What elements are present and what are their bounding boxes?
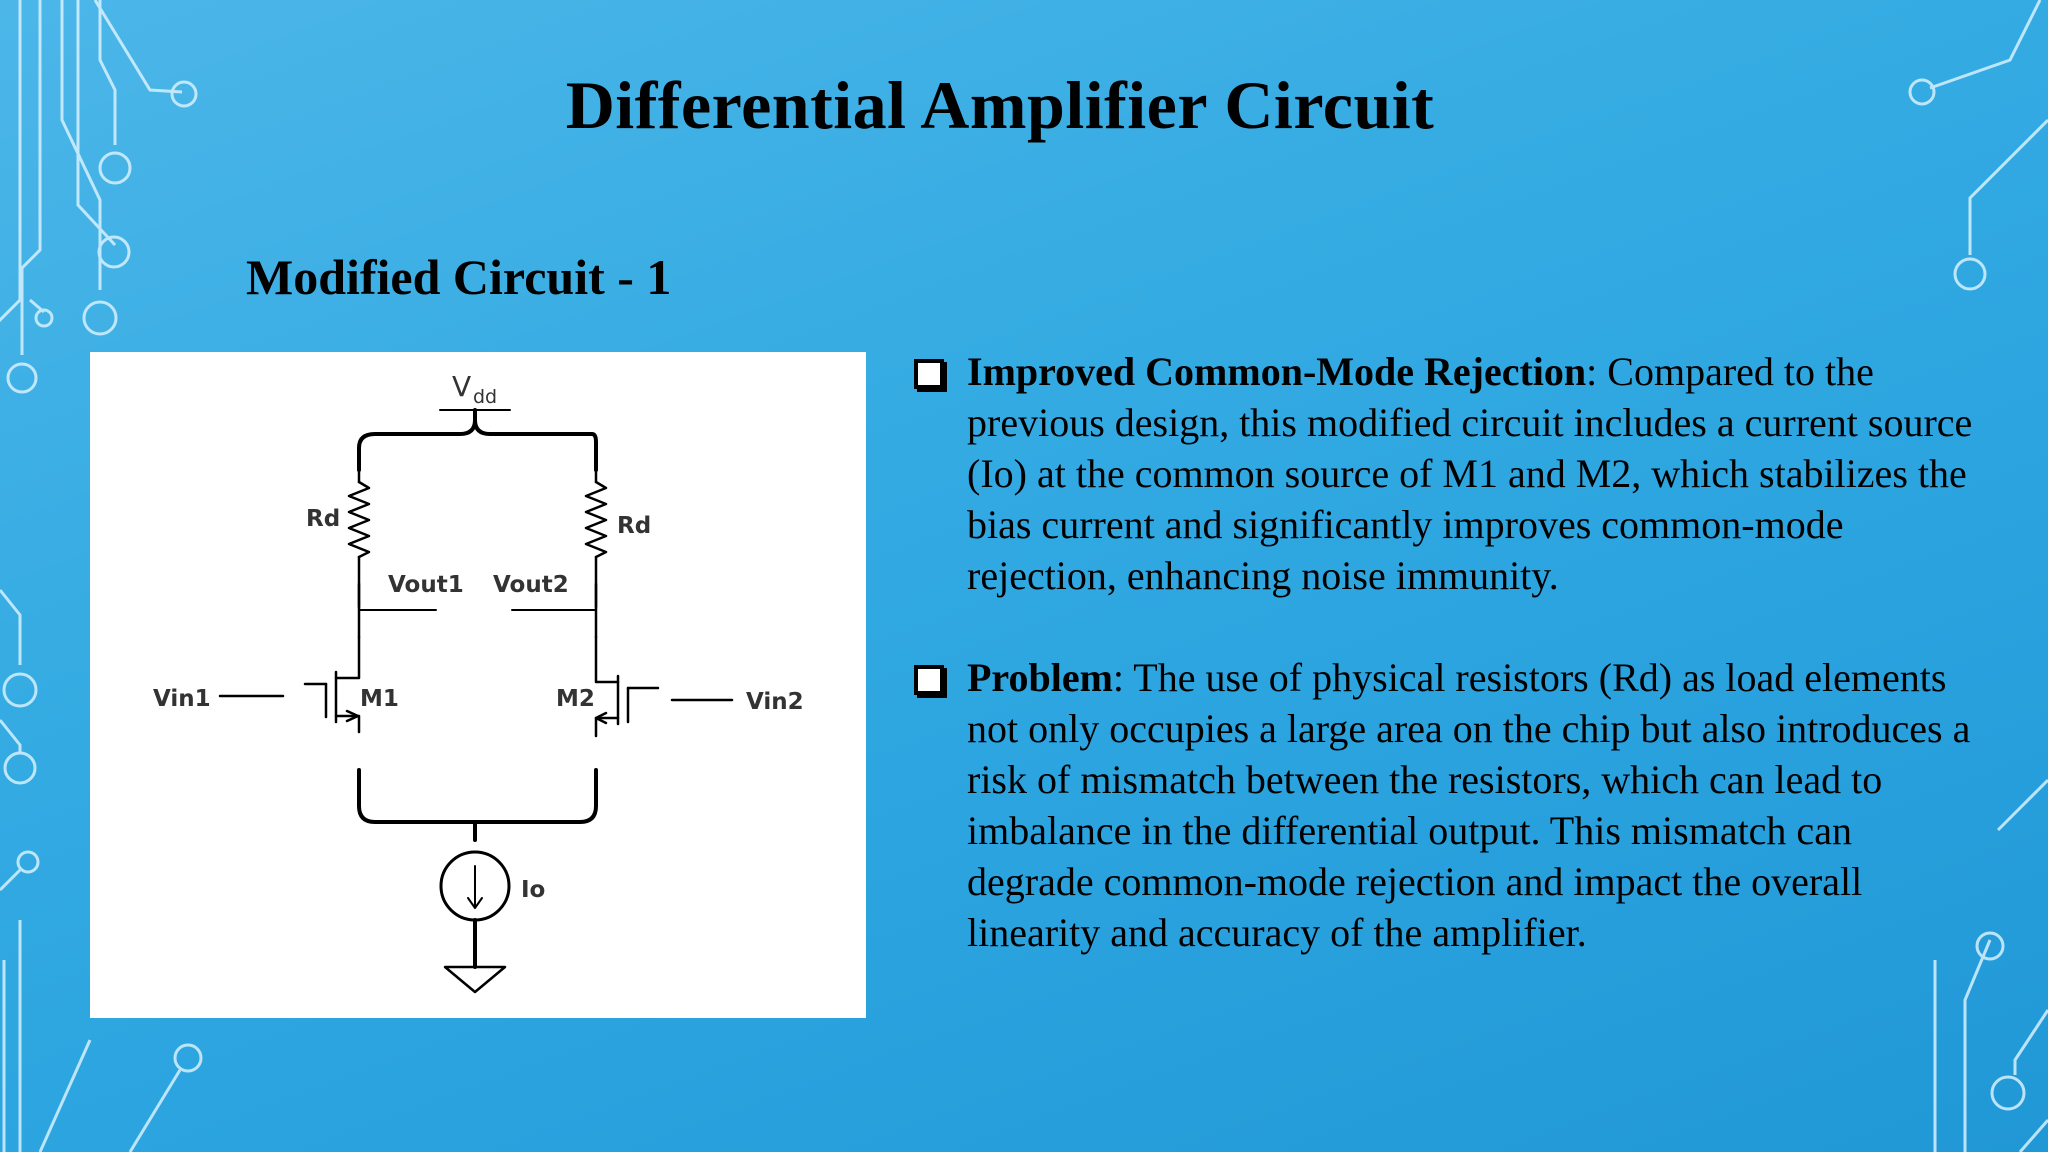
bullet-item-problem: Problem: The use of physical resistors (… bbox=[908, 652, 1988, 958]
m1-label: M1 bbox=[360, 686, 399, 712]
circuit-figure: V dd Rd Rd Vout1 Vout2 Vin1 Vin2 M1 M2 I… bbox=[90, 352, 866, 1018]
m2-label: M2 bbox=[556, 686, 595, 712]
resistor-rd-right bbox=[584, 480, 608, 559]
bullet-text: : Compared to the previous design, this … bbox=[967, 349, 1973, 598]
vin1-label: Vin1 bbox=[153, 686, 211, 712]
bullet-heading: Improved Common-Mode Rejection bbox=[967, 349, 1587, 394]
io-label: Io bbox=[521, 877, 545, 903]
vin2-label: Vin2 bbox=[746, 689, 804, 715]
bullet-item-common-mode-rejection: Improved Common-Mode Rejection: Compared… bbox=[908, 346, 1988, 601]
transistor-m1 bbox=[218, 635, 361, 734]
rd-left-label: Rd bbox=[306, 506, 340, 532]
transistor-m2 bbox=[594, 635, 734, 738]
ground-symbol bbox=[443, 965, 507, 994]
resistor-rd-left bbox=[347, 480, 371, 559]
vdd-label: V bbox=[452, 370, 471, 403]
differential-amplifier-schematic: V dd Rd Rd Vout1 Vout2 Vin1 Vin2 M1 M2 I… bbox=[153, 370, 804, 994]
bullet-text: : The use of physical resistors (Rd) as … bbox=[967, 655, 1971, 955]
rd-right-label: Rd bbox=[617, 513, 651, 539]
vout1-label: Vout1 bbox=[388, 572, 464, 598]
slide-subtitle: Modified Circuit - 1 bbox=[246, 249, 672, 305]
vdd-sub-label: dd bbox=[473, 386, 497, 408]
vout2-label: Vout2 bbox=[493, 572, 569, 598]
checkbox-bullet-icon bbox=[914, 665, 944, 695]
slide-title: Differential Amplifier Circuit bbox=[565, 67, 1435, 143]
checkbox-bullet-icon bbox=[914, 359, 944, 389]
bullet-heading: Problem bbox=[967, 655, 1113, 700]
bullet-list: Improved Common-Mode Rejection: Compared… bbox=[908, 346, 1988, 1009]
